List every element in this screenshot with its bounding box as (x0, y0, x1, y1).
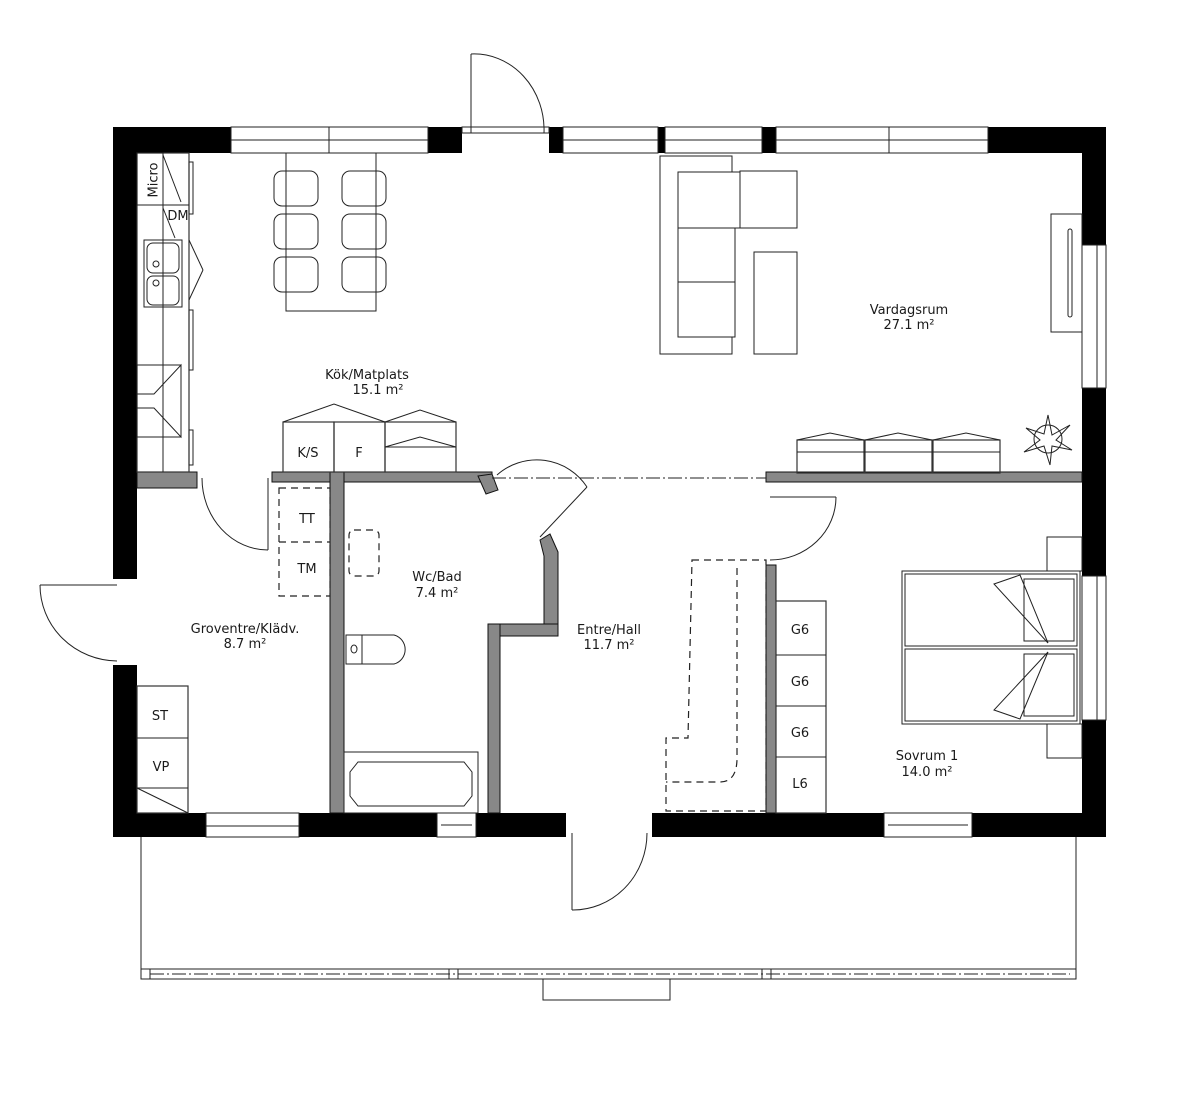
room-name-entre: Entre/Hall (577, 623, 641, 638)
tm-label: TM (296, 562, 316, 577)
room-area-entre: 11.7 m² (584, 638, 635, 653)
wardrobe-label-2: G6 (791, 675, 809, 690)
double-bed (901, 536, 1083, 759)
hall-wardrobe (665, 559, 767, 812)
dm-label: DM (167, 209, 188, 224)
kitchen-counter (136, 152, 204, 473)
bathroom-fixtures (343, 529, 479, 814)
vp-label: VP (153, 760, 170, 775)
st-label: ST (152, 709, 168, 724)
plant (1023, 414, 1073, 466)
room-area-vardagsrum: 27.1 m² (884, 318, 935, 333)
f-label: F (355, 446, 362, 461)
micro-label-group: Micro DM (147, 162, 189, 224)
room-labels: Kök/Matplats 15.1 m² Vardagsrum 27.1 m² … (191, 303, 959, 780)
room-area-wcbad: 7.4 m² (416, 586, 459, 601)
bedroom-wardrobes: G6 G6 G6 L6 (775, 600, 827, 814)
fridge-freezer-row: K/S F (282, 403, 457, 473)
tv-cabinet (1050, 213, 1083, 333)
room-area-groventre: 8.7 m² (224, 637, 267, 652)
micro-label: Micro (147, 162, 162, 197)
exterior-walls (113, 127, 1106, 837)
laundry-machines: TT TM (278, 487, 331, 597)
room-name-groventre: Groventre/Klädv. (191, 622, 300, 637)
doors (39, 53, 837, 911)
room-area-sovrum1: 14.0 m² (902, 765, 953, 780)
wardrobe-label-4: L6 (792, 777, 808, 792)
room-name-wcbad: Wc/Bad (412, 570, 462, 585)
room-name-sovrum1: Sovrum 1 (896, 749, 959, 764)
wardrobe-label-3: G6 (791, 726, 809, 741)
room-name-vardagsrum: Vardagsrum (870, 303, 948, 318)
ks-label: K/S (297, 446, 318, 461)
storage-cabinets (796, 432, 1001, 474)
wardrobe-label-1: G6 (791, 623, 809, 638)
room-name-kok: Kök/Matplats (325, 368, 409, 383)
terrace (140, 837, 1077, 1001)
tt-label: TT (298, 512, 315, 527)
sofa (659, 155, 798, 355)
windows (205, 126, 1107, 838)
utility-cabinets: ST VP (136, 685, 189, 814)
dining-table (273, 152, 387, 312)
room-area-kok: 15.1 m² (353, 383, 404, 398)
